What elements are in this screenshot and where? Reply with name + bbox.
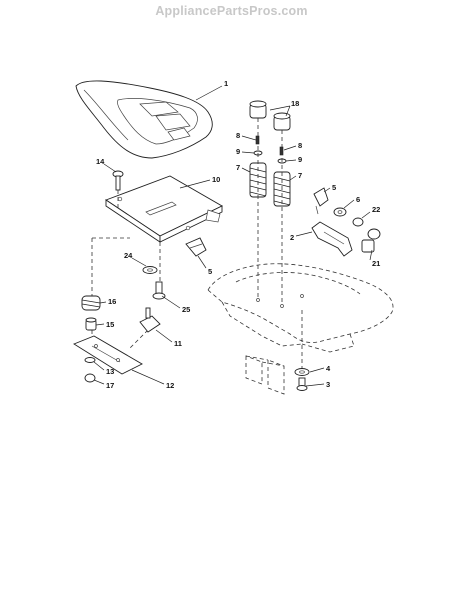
- label-part-10: 10: [212, 175, 220, 184]
- label-part-8-left: 8: [236, 131, 240, 140]
- label-part-11: 11: [174, 339, 182, 348]
- part-22-nut: [352, 217, 364, 227]
- part-10-seat-pan: [105, 175, 223, 243]
- label-part-22: 22: [372, 205, 380, 214]
- label-part-2: 2: [290, 233, 294, 242]
- label-part-24: 24: [124, 251, 133, 260]
- part-9-washers: [253, 150, 287, 164]
- label-part-14: 14: [96, 157, 105, 166]
- part-24-washer: [142, 266, 158, 274]
- part-6-nut: [333, 207, 347, 217]
- label-part-12: 12: [166, 381, 174, 390]
- part-11-knob: [139, 307, 161, 333]
- part-25-stud: [152, 281, 166, 300]
- label-part-9-left: 9: [236, 147, 240, 156]
- part-16-spring: [81, 295, 101, 311]
- leader-lines: [93, 85, 373, 387]
- part-18-bumpers: [249, 100, 291, 131]
- label-part-3: 3: [326, 380, 330, 389]
- part-5-clip-upper: [313, 187, 329, 215]
- label-part-6: 6: [356, 195, 360, 204]
- label-part-7-left: 7: [236, 163, 240, 172]
- part-3-bolt: [296, 377, 308, 391]
- alignment-lines: [91, 118, 303, 372]
- label-part-25: 25: [182, 305, 190, 314]
- part-1-seat: [75, 80, 213, 159]
- part-7-springs: [249, 162, 291, 207]
- site-header: AppliancePartsPros.com: [155, 4, 308, 18]
- part-15-bushing: [85, 317, 97, 331]
- part-4-washer: [294, 368, 310, 376]
- label-part-18: 18: [291, 99, 299, 108]
- part-17-nut: [84, 373, 96, 383]
- fender-frame: [207, 263, 394, 395]
- part-2-bracket: [311, 221, 353, 257]
- part-21-knob-bolt: [361, 228, 381, 253]
- part-13-washer: [84, 357, 96, 363]
- label-part-9-right: 9: [298, 155, 302, 164]
- label-part-4: 4: [326, 364, 331, 373]
- label-part-8-right: 8: [298, 141, 302, 150]
- part-12-plate: [73, 335, 143, 375]
- label-part-13: 13: [106, 367, 114, 376]
- label-part-17: 17: [106, 381, 114, 390]
- label-part-5-upper: 5: [332, 183, 336, 192]
- label-part-15: 15: [106, 320, 114, 329]
- label-part-1: 1: [224, 79, 228, 88]
- part-5-clip-lower: [185, 237, 207, 257]
- part-14-bolt: [112, 170, 124, 191]
- label-part-16: 16: [108, 297, 116, 306]
- label-part-21: 21: [372, 259, 380, 268]
- part-labels: 1 18 8 8 9 9 7 7 14 10 5 6 22 2 21 24 5 …: [96, 79, 380, 390]
- label-part-5-lower: 5: [208, 267, 212, 276]
- label-part-7-right: 7: [298, 171, 302, 180]
